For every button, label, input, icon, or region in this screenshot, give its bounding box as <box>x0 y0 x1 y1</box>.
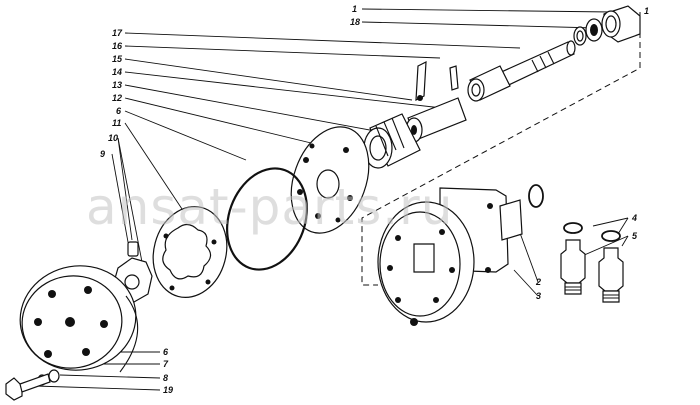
pump-housing <box>377 187 523 326</box>
callout-7: 7 <box>163 359 169 369</box>
callout-5: 5 <box>632 231 638 241</box>
callout-19: 19 <box>163 385 173 395</box>
gear-cylinder <box>363 113 421 169</box>
callout-numbers: 1 18 1 17 16 15 14 13 12 6 11 10 9 4 5 2… <box>100 4 649 395</box>
callout-3: 3 <box>536 291 541 301</box>
leader-lines <box>34 8 641 391</box>
end-cover <box>19 265 139 373</box>
top-nut-assembly <box>573 5 641 46</box>
callout-17: 17 <box>112 28 123 38</box>
callout-15: 15 <box>112 54 123 64</box>
callout-8: 8 <box>163 373 168 383</box>
callout-12: 12 <box>112 93 122 103</box>
callout-11: 11 <box>112 118 121 128</box>
fitting-left <box>560 222 586 295</box>
callout-1-top: 1 <box>352 4 357 14</box>
callout-6-upper: 6 <box>116 106 122 116</box>
bolt-and-washers <box>5 369 60 401</box>
callout-10: 10 <box>108 133 118 143</box>
o-ring <box>226 167 308 271</box>
callout-13: 13 <box>112 80 122 90</box>
valve-plate <box>290 126 370 234</box>
callout-18: 18 <box>350 17 360 27</box>
callout-4: 4 <box>631 213 637 223</box>
callout-14: 14 <box>112 67 122 77</box>
fitting-right <box>598 230 624 303</box>
callout-6-lower: 6 <box>163 347 169 357</box>
gerotor-ring <box>152 206 228 298</box>
callout-9: 9 <box>100 149 105 159</box>
callout-16: 16 <box>112 41 123 51</box>
callout-1-right: 1 <box>644 6 649 16</box>
callout-2: 2 <box>535 277 541 287</box>
watermark: ansat-parts.ru <box>86 178 453 236</box>
drive-shaft <box>467 40 576 102</box>
seal-ring <box>528 184 544 208</box>
pins <box>415 60 459 102</box>
